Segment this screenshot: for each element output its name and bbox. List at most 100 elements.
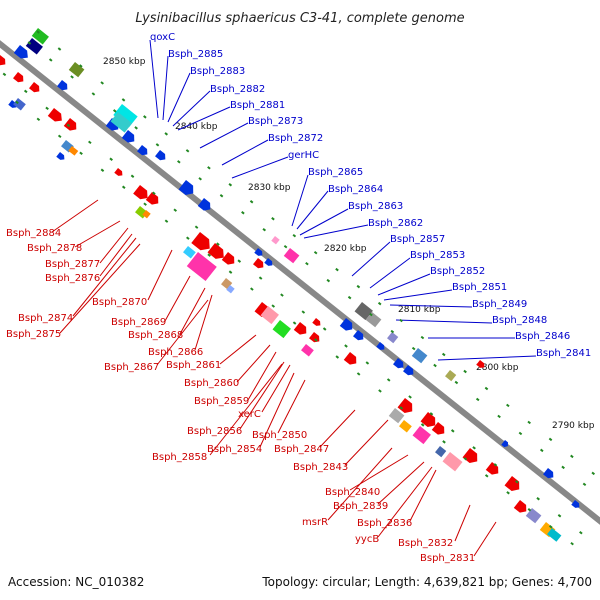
track-tick-dot <box>561 465 565 470</box>
track-tick-dot <box>164 132 169 136</box>
track-tick-dot <box>335 355 340 359</box>
track-tick-dot <box>420 423 425 427</box>
track-tick-dot <box>322 327 327 331</box>
track-tick-dot <box>207 166 211 170</box>
track-tick-dot <box>91 92 96 96</box>
track-tick-dot <box>177 160 181 164</box>
track-tick-dot <box>313 250 318 255</box>
reverse-gene <box>571 500 580 508</box>
gene-cluster-block <box>260 306 279 325</box>
forward-gene <box>420 412 436 428</box>
gene-cluster-block <box>547 528 562 542</box>
kbp-tick-label: 2850 kbp <box>103 57 146 67</box>
track-tick-dot <box>548 525 553 529</box>
track-tick-dot <box>134 126 138 130</box>
gene-label: Bsph_2853 <box>410 250 465 261</box>
map-title: Lysinibacillus sphaericus C3-41, complet… <box>135 11 464 26</box>
track-tick-dot <box>186 236 190 240</box>
track-tick-dot <box>100 81 104 85</box>
track-tick-dot <box>207 253 211 257</box>
track-tick-dot <box>484 386 489 391</box>
gene-label: Bsph_2836 <box>357 518 412 529</box>
gene-cluster-block <box>283 248 300 264</box>
kbp-tick-label: 2810 kbp <box>398 305 441 315</box>
track-tick-dot <box>237 259 242 263</box>
gene-label: Bsph_2884 <box>6 228 61 239</box>
track-tick-dot <box>377 301 382 306</box>
track-tick-dot <box>344 344 348 348</box>
gene-label: Bsph_2831 <box>420 553 475 564</box>
track-tick-dot <box>408 395 412 399</box>
track-tick-dot <box>301 310 306 314</box>
gene-cluster-block <box>435 446 447 458</box>
track-tick-dot <box>23 89 28 94</box>
track-tick-dot <box>433 363 437 368</box>
gene-label: Bsph_2882 <box>210 84 265 95</box>
kbp-tick-label: 2820 kbp <box>324 244 367 254</box>
track-tick-dot <box>497 414 501 419</box>
gene-cluster-block <box>186 252 217 282</box>
track-tick-dot <box>36 30 40 34</box>
reverse-gene <box>178 180 194 196</box>
gene-label: Bsph_2858 <box>152 452 207 463</box>
gene-label: Bsph_2874 <box>18 313 73 324</box>
track-tick-dot <box>326 278 331 283</box>
gene-cluster-block <box>25 38 43 55</box>
gene-cluster-block <box>525 508 542 524</box>
forward-gene <box>253 258 264 269</box>
track-tick-dot <box>454 380 459 385</box>
track-tick-dot <box>280 293 284 297</box>
forward-gene <box>0 55 6 66</box>
gene-cluster-block <box>445 370 457 382</box>
track-tick-dot <box>356 372 361 376</box>
gene-cluster-block <box>301 344 314 357</box>
gene-label: Bsph_2847 <box>274 444 329 455</box>
track-tick-dot <box>570 541 574 546</box>
reverse-gene <box>56 152 65 160</box>
gene-cluster-block <box>365 312 382 328</box>
gene-label: Bsph_2875 <box>6 329 61 340</box>
forward-gene <box>207 243 224 259</box>
track-tick-dot <box>420 335 425 340</box>
track-tick-dot <box>305 261 309 266</box>
track-tick-dot <box>506 403 510 408</box>
forward-gene <box>431 422 445 435</box>
tick-dots <box>2 30 596 546</box>
track-tick-dot <box>591 471 596 476</box>
track-tick-dot <box>450 429 455 433</box>
gene-label: Bsph_2878 <box>27 243 82 254</box>
forward-gene <box>191 232 210 251</box>
track-tick-dot <box>143 202 147 206</box>
gene-label: Bsph_2870 <box>92 297 147 308</box>
forward-gene <box>462 448 478 464</box>
gene-label: xerC <box>238 409 261 420</box>
track-tick-dot <box>271 304 276 308</box>
gene-cluster-block <box>412 426 431 445</box>
forward-gene <box>312 318 321 326</box>
forward-gene <box>221 252 235 265</box>
forward-gene <box>293 322 307 335</box>
track-tick-dot <box>249 200 254 204</box>
gene-label: Bsph_2863 <box>348 201 403 212</box>
track-tick-dot <box>527 420 531 425</box>
track-tick-dot <box>2 72 7 77</box>
track-tick-dot <box>27 41 32 45</box>
track-tick-dot <box>518 431 523 436</box>
reverse-gene <box>393 358 404 369</box>
reverse-gene <box>13 45 28 59</box>
track-tick-dot <box>66 123 71 128</box>
reverse-gene <box>8 100 17 108</box>
track-tick-dot <box>390 329 395 334</box>
track-tick-dot <box>292 321 297 325</box>
gene-cluster-block <box>399 420 412 433</box>
bottom-connectors <box>51 199 497 557</box>
gene-cluster-block <box>354 302 373 321</box>
gene-label: Bsph_2885 <box>168 49 223 60</box>
track-tick-dot <box>130 174 135 178</box>
gene-cluster-block <box>68 61 85 78</box>
track-tick-dot <box>258 276 263 280</box>
gene-label: Bsph_2850 <box>252 430 307 441</box>
track-tick-dot <box>283 244 288 249</box>
